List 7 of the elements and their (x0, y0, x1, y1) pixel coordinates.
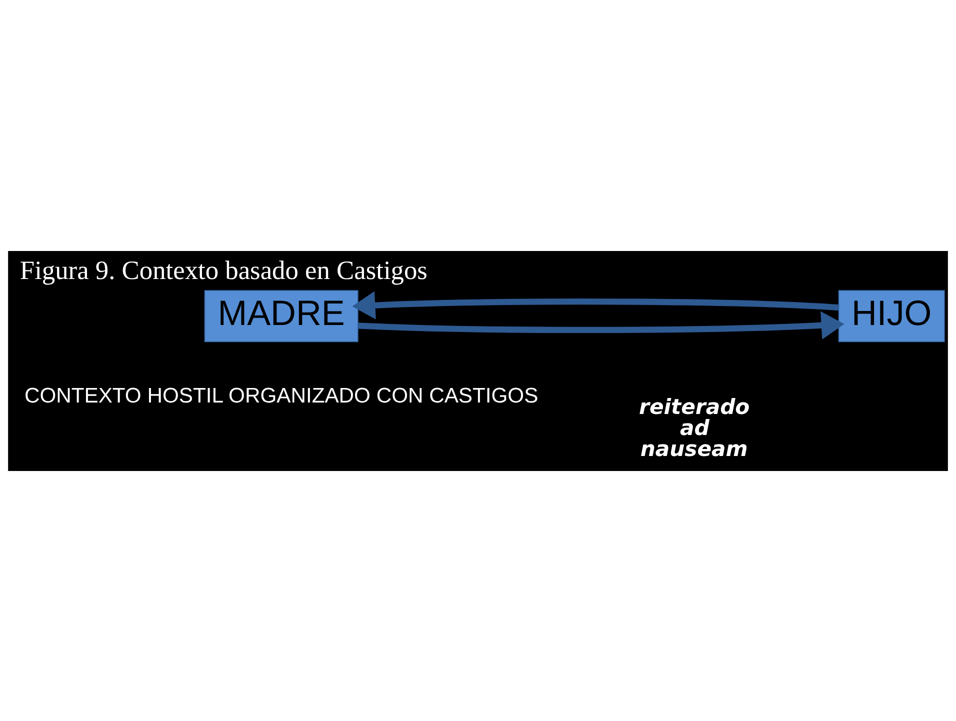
arrow (352, 290, 839, 319)
arrow (358, 310, 844, 339)
node-box: MADRE (204, 290, 358, 342)
label: CONTEXTO HOSTIL ORGANIZADO CON CASTIGOS (24, 384, 538, 408)
label: reiterado ad nauseam (639, 393, 750, 461)
node-box: HIJO (838, 290, 945, 342)
diagram-title: Figura 9. Contexto basado en Castigos (20, 254, 428, 285)
